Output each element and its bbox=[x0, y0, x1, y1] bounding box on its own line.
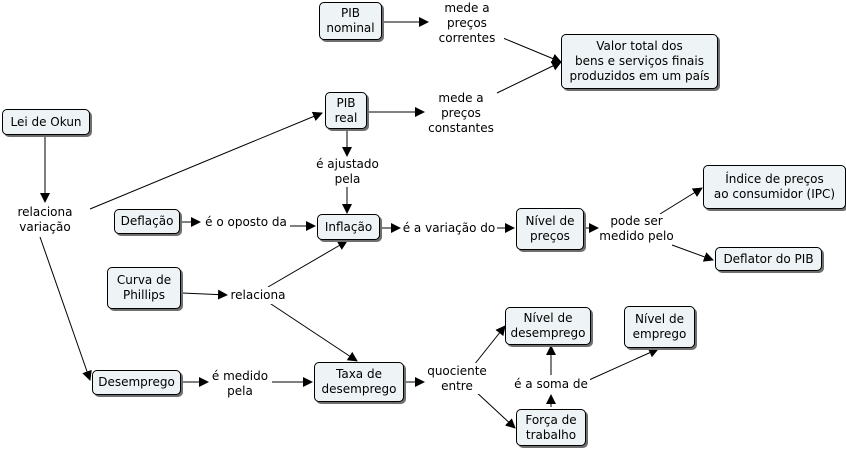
concept-desemprego[interactable]: Desemprego bbox=[92, 370, 181, 395]
link-mede-precos-constantes: mede a preços constantes bbox=[426, 90, 496, 136]
link-e-a-soma-de: é a soma de bbox=[512, 375, 590, 393]
link-relaciona: relaciona bbox=[229, 287, 287, 304]
link-e-medido-pela: é medido pela bbox=[209, 368, 271, 399]
concept-forca-de-trabalho[interactable]: Força de trabalho bbox=[516, 409, 586, 446]
concept-nivel-de-emprego[interactable]: Nível de emprego bbox=[624, 306, 695, 348]
link-quociente-entre: quociente entre bbox=[425, 363, 489, 394]
concept-lei-de-okun[interactable]: Lei de Okun bbox=[2, 109, 90, 135]
concept-deflacao[interactable]: Deflação bbox=[114, 209, 180, 234]
concept-pib-nominal[interactable]: PIB nominal bbox=[319, 2, 382, 40]
link-relaciona-variacao: relaciona variação bbox=[12, 204, 78, 236]
link-e-a-variacao-do: é a variação do bbox=[402, 220, 496, 237]
concept-taxa-de-desemprego[interactable]: Taxa de desemprego bbox=[314, 362, 404, 402]
concept-inflacao[interactable]: Inflação bbox=[317, 214, 380, 240]
link-pode-ser-medido-pelo: pode ser medido pelo bbox=[599, 214, 674, 244]
concept-deflator-do-pib[interactable]: Deflator do PIB bbox=[715, 247, 822, 271]
concept-nivel-de-desemprego[interactable]: Nível de desemprego bbox=[505, 307, 591, 345]
link-mede-precos-correntes: mede a preços correntes bbox=[430, 0, 504, 47]
link-e-o-oposto-da: é o oposto da bbox=[202, 214, 290, 231]
link-e-ajustado-pela: é ajustado pela bbox=[310, 157, 385, 187]
concept-pib-real[interactable]: PIB real bbox=[325, 92, 367, 129]
concept-indice-precos[interactable]: Índice de preços ao consumidor (IPC) bbox=[703, 165, 846, 209]
concept-valor-total[interactable]: Valor total dos bens e serviços finais p… bbox=[561, 34, 718, 89]
concept-curva-de-phillips[interactable]: Curva de Phillips bbox=[107, 267, 181, 309]
concept-nivel-de-precos[interactable]: Nível de preços bbox=[516, 208, 584, 250]
